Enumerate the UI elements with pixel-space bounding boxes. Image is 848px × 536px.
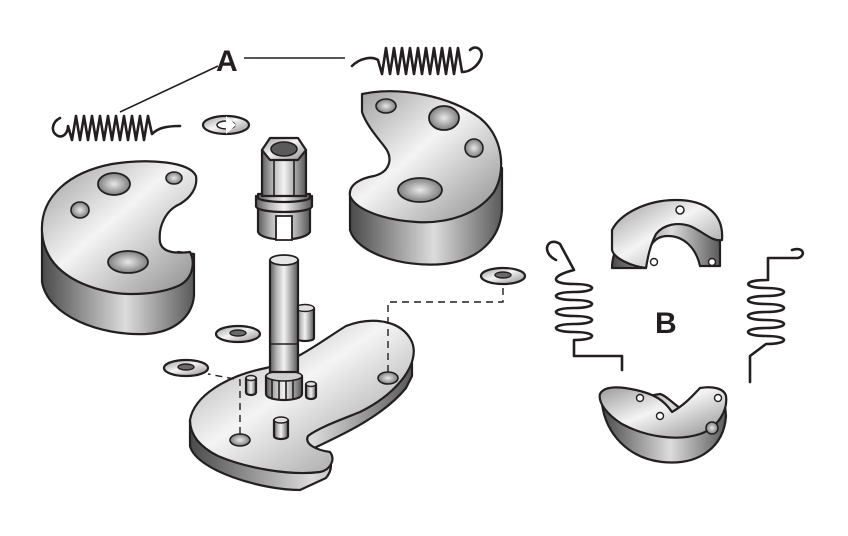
flyweight-left bbox=[40, 160, 198, 336]
callout-a-leader-left bbox=[119, 65, 219, 113]
base-plate-pin-front bbox=[272, 416, 290, 441]
compression-spring-left bbox=[545, 240, 624, 372]
base-plate-pin-right bbox=[304, 380, 318, 401]
governor-shoe-upper bbox=[610, 198, 724, 270]
extension-spring-left bbox=[51, 114, 182, 142]
washer-right bbox=[479, 266, 527, 286]
washer-left-upper bbox=[214, 324, 262, 344]
flyweight-right bbox=[348, 90, 504, 266]
flyweight-right-hole-side bbox=[464, 138, 484, 158]
retaining-clip bbox=[201, 114, 251, 136]
flyweight-left-hole-small bbox=[165, 171, 183, 185]
callout-a: A bbox=[119, 45, 345, 113]
shoe-upper-pivot-hole bbox=[675, 205, 685, 215]
flyweight-left-hole-bottom bbox=[107, 250, 149, 274]
flyweight-left-hole-side bbox=[70, 201, 90, 219]
shoe-lower-pin bbox=[705, 421, 719, 435]
extension-spring-top bbox=[350, 46, 483, 76]
callout-a-label: A bbox=[216, 45, 238, 78]
base-plate bbox=[188, 254, 415, 492]
callout-b-label: B bbox=[655, 307, 677, 340]
flyweight-right-hole-top bbox=[375, 98, 397, 114]
alignment-line-right bbox=[387, 286, 504, 372]
flyweight-right-hole-large bbox=[428, 105, 460, 131]
base-plate-pin-left bbox=[244, 374, 258, 397]
shoe-upper-pin-left bbox=[649, 257, 659, 267]
base-plate-hole-left bbox=[229, 433, 251, 447]
washer-left-lower bbox=[162, 358, 210, 378]
hex-sleeve bbox=[254, 136, 314, 241]
shoe-lower-hole-left bbox=[635, 393, 645, 403]
shoe-lower-hole-mid bbox=[655, 411, 665, 421]
shoe-upper-pin-right bbox=[707, 257, 717, 267]
flyweight-left-hole-large bbox=[97, 172, 131, 196]
drive-gear bbox=[264, 370, 304, 402]
compression-spring-right bbox=[746, 247, 805, 384]
governor-shaft bbox=[268, 254, 300, 374]
shoe-lower-hole-right bbox=[713, 393, 723, 403]
base-plate-hole-right bbox=[377, 371, 399, 385]
flyweight-right-hole-bottom bbox=[397, 177, 443, 203]
governor-shoe-lower bbox=[598, 386, 728, 464]
alignment-line-left bbox=[207, 373, 241, 434]
